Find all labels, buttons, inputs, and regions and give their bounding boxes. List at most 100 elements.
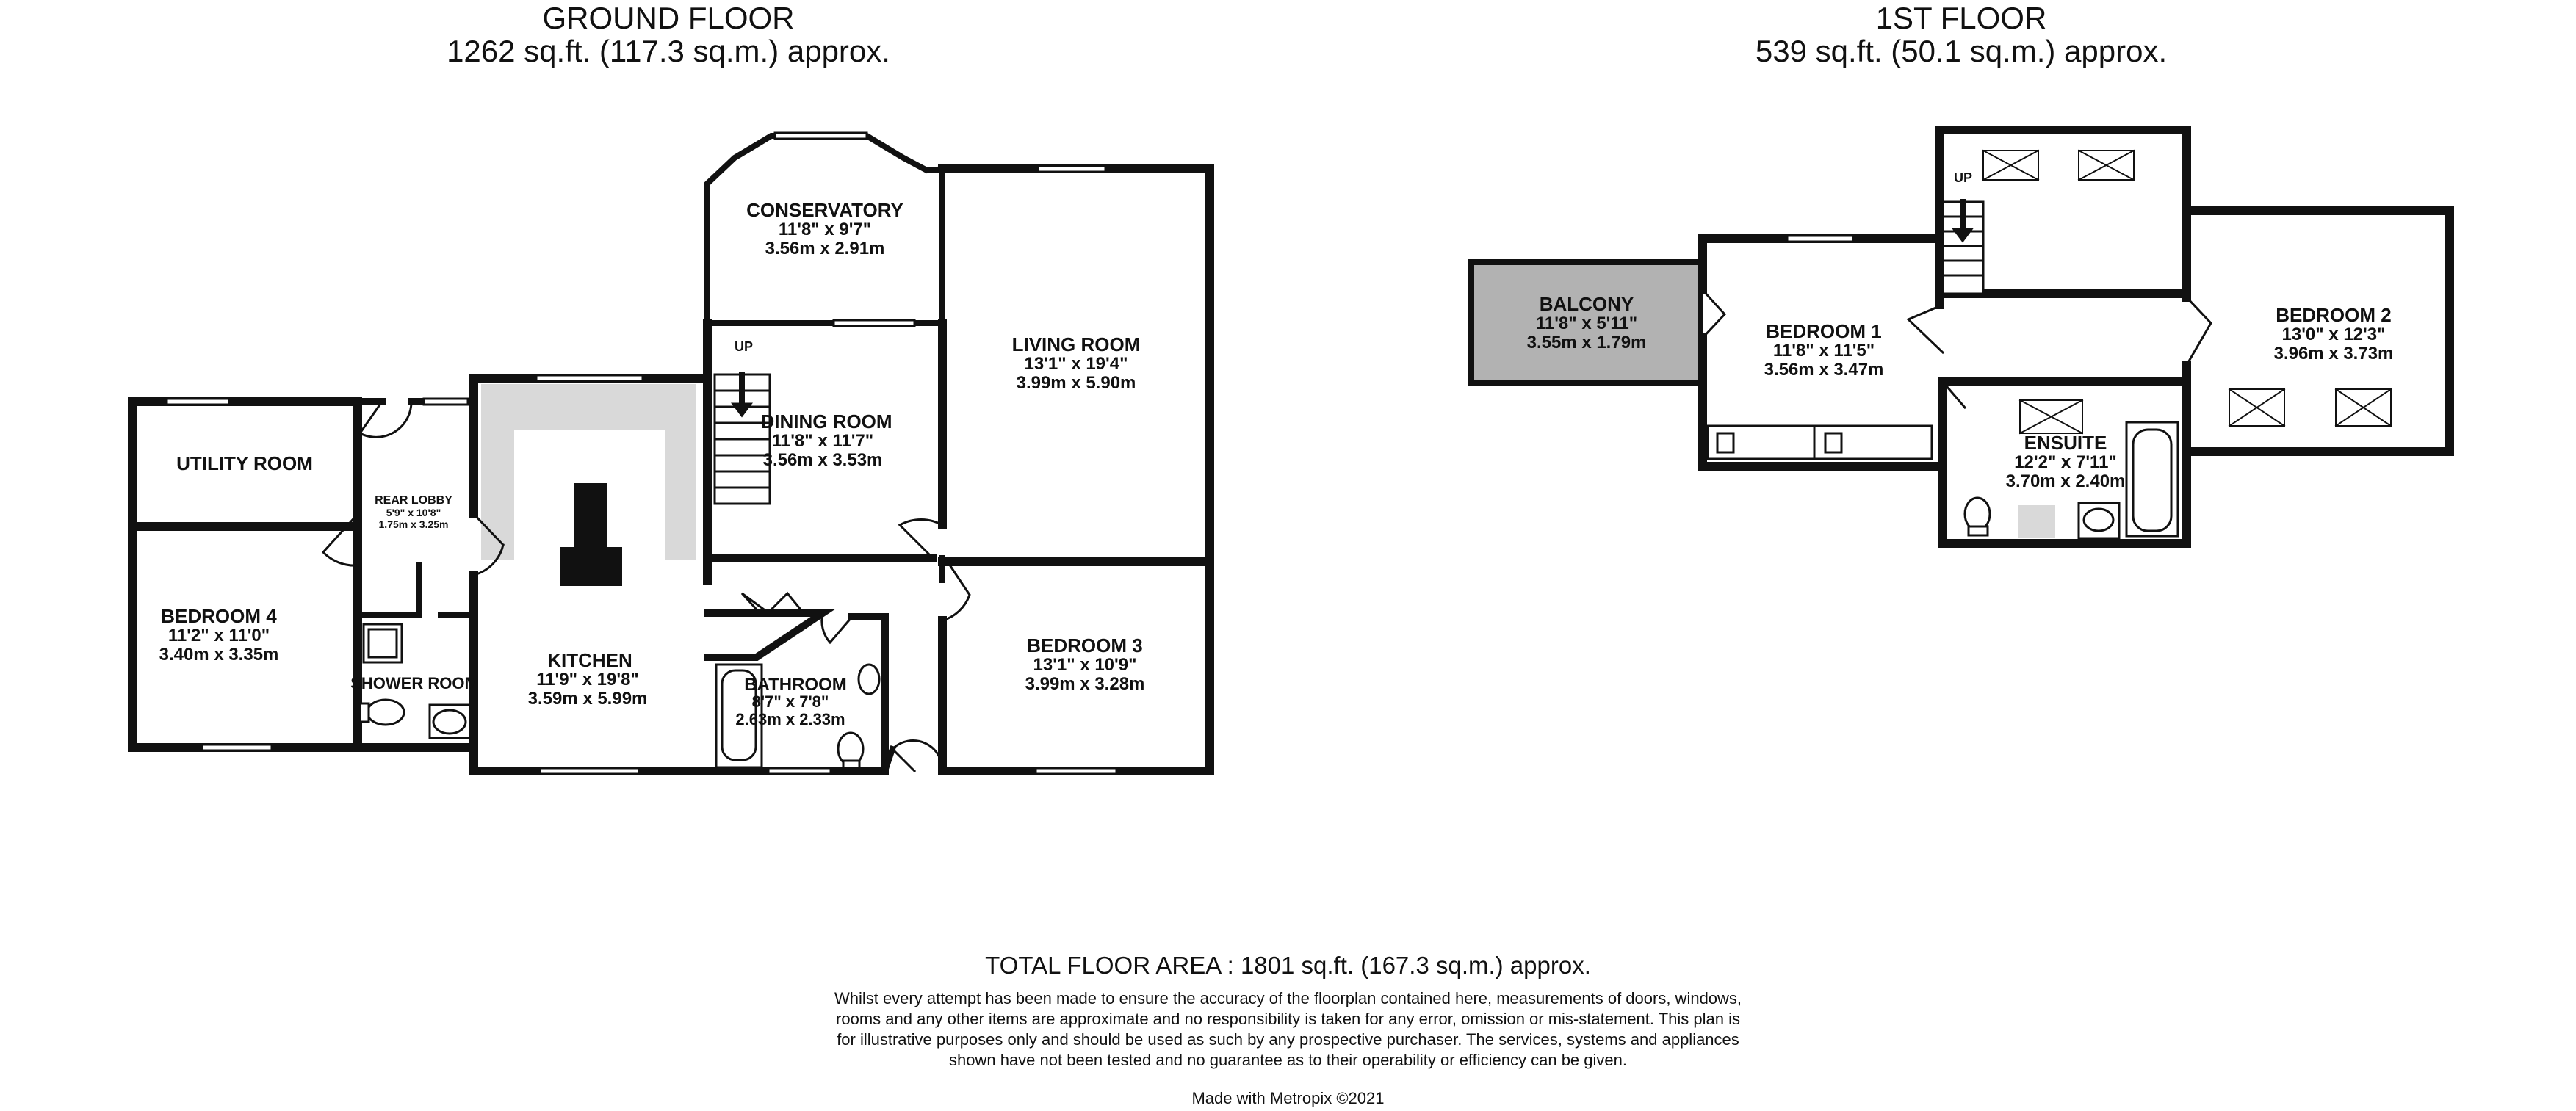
kitchen-range [560, 483, 622, 586]
bathroom-metric: 2.63m x 2.33m [735, 710, 845, 728]
window [767, 767, 832, 775]
ground-floor-plan: CONSERVATORY 11'8" x 9'7" 3.56m x 2.91m … [128, 131, 1214, 775]
door-swing [820, 612, 854, 645]
window [1034, 767, 1118, 775]
shower-room-partition [355, 562, 477, 618]
door-swing [1700, 288, 1727, 340]
door-swing [321, 512, 360, 567]
disclaimer-text: Whilst every attempt has been made to en… [834, 989, 1742, 1070]
balcony-area [1468, 259, 1703, 386]
total-floor-area: TOTAL FLOOR AREA : 1801 sq.ft. (167.3 sq… [985, 952, 1591, 979]
bedroom-2-name: BEDROOM 2 [2276, 304, 2391, 326]
bedroom-1-imperial: 11'8" x 11'5" [1773, 341, 1875, 361]
first-stairs [1941, 199, 1985, 295]
window [538, 767, 641, 775]
window [422, 397, 469, 406]
roof-window [2077, 149, 2135, 181]
ensuite-metric: 3.70m x 2.40m [2006, 471, 2126, 491]
bathroom-imperial: 8'7" x 7'8" [752, 692, 829, 711]
door-swing [1941, 380, 1967, 410]
door-swing [941, 560, 971, 622]
ground-stairs-up-label: UP [735, 339, 753, 354]
door-swing [898, 518, 945, 560]
metropix-credit: Made with Metropix ©2021 [1191, 1089, 1385, 1107]
kitchen-imperial: 11'9" x 19'8" [536, 670, 639, 690]
bedroom-1-metric: 3.56m x 3.47m [1764, 360, 1884, 380]
washbasin [857, 663, 881, 695]
window [773, 131, 868, 140]
ensuite-imperial: 12'2" x 7'11" [2014, 452, 2117, 472]
toilet [1963, 496, 1991, 537]
door-swing [1906, 303, 1945, 355]
conservatory-imperial: 11'8" x 9'7" [779, 220, 871, 239]
wardrobe [1706, 424, 1933, 460]
bedroom-2-imperial: 13'0" x 12'3" [2282, 325, 2386, 344]
washbasin [428, 703, 472, 739]
dining-room-imperial: 11'8" x 11'7" [772, 431, 873, 451]
roof-window [1982, 149, 2040, 181]
window [1036, 164, 1107, 173]
door-swing [740, 591, 803, 612]
bathroom-name: BATHROOM [744, 675, 847, 695]
hall-wall [881, 555, 945, 775]
bedroom-3-imperial: 13'1" x 10'9" [1033, 655, 1137, 675]
window [201, 743, 273, 752]
bedroom-4-metric: 3.40m x 3.35m [159, 645, 279, 665]
conservatory-metric: 3.56m x 2.91m [765, 239, 885, 258]
window [1786, 234, 1855, 243]
bath [2125, 421, 2179, 538]
ground-stairs [713, 372, 771, 505]
ground-floor-area: 1262 sq.ft. (117.3 sq.m.) approx. [447, 34, 890, 69]
first-floor-area: 539 sq.ft. (50.1 sq.m.) approx. [1755, 34, 2168, 69]
roof-window [2018, 399, 2084, 435]
dining-room-metric: 3.56m x 3.53m [763, 450, 883, 470]
first-floor-title: 1ST FLOOR [1875, 1, 2047, 35]
dining-room-name: DINING ROOM [760, 410, 892, 433]
ground-floor-title-block: GROUND FLOOR 1262 sq.ft. (117.3 sq.m.) a… [375, 1, 962, 68]
shower-tray [2018, 505, 2055, 538]
living-room-name: LIVING ROOM [1012, 333, 1141, 355]
ensuite-walls [1938, 377, 2191, 548]
balcony-imperial: 11'8" x 5'11" [1536, 314, 1637, 333]
bath [715, 663, 763, 769]
door-swing [890, 739, 944, 773]
balcony-metric: 3.55m x 1.79m [1527, 333, 1647, 352]
first-stairs-up-label: UP [1954, 170, 1972, 185]
toilet [358, 698, 405, 726]
first-floor-plan: UP [1468, 126, 2454, 548]
bedroom-1-name: BEDROOM 1 [1766, 320, 1881, 342]
balcony-name: BALCONY [1540, 293, 1634, 315]
bedroom-3-name: BEDROOM 3 [1027, 634, 1142, 656]
bedroom-4-imperial: 11'2" x 11'0" [168, 626, 270, 645]
rear-lobby-name: REAR LOBBY [375, 494, 452, 507]
living-room-imperial: 13'1" x 19'4" [1025, 354, 1128, 374]
bedroom-2-metric: 3.96m x 3.73m [2274, 344, 2394, 363]
rear-lobby-metric: 1.75m x 3.25m [379, 518, 449, 530]
bedroom-2-walls [2182, 206, 2454, 456]
shower-room-name: SHOWER ROOM [350, 674, 478, 692]
toilet [837, 731, 865, 770]
living-room-metric: 3.99m x 5.90m [1017, 373, 1136, 393]
door-swing [472, 512, 505, 576]
washbasin [2077, 502, 2121, 540]
door-swing [2184, 295, 2212, 367]
window [535, 374, 644, 383]
kitchen-metric: 3.59m x 5.99m [528, 689, 648, 709]
rear-lobby-imperial: 5'9" x 10'8" [386, 507, 441, 518]
roof-window [2228, 388, 2286, 427]
roof-window [2334, 388, 2392, 427]
window [832, 319, 916, 327]
conservatory-name: CONSERVATORY [746, 199, 903, 221]
kitchen-name: KITCHEN [547, 649, 632, 671]
window [165, 397, 231, 406]
door-swing [358, 399, 413, 438]
dining-room-walls [703, 319, 947, 562]
ensuite-name: ENSUITE [2024, 432, 2107, 454]
bedroom-4-name: BEDROOM 4 [161, 605, 277, 627]
first-floor-title-block: 1ST FLOOR 539 sq.ft. (50.1 sq.m.) approx… [1667, 1, 2255, 68]
kitchen-worktop [481, 384, 696, 560]
utility-room-name: UTILITY ROOM [176, 452, 313, 474]
ground-floor-title: GROUND FLOOR [542, 1, 795, 35]
shower-tray [362, 623, 403, 664]
